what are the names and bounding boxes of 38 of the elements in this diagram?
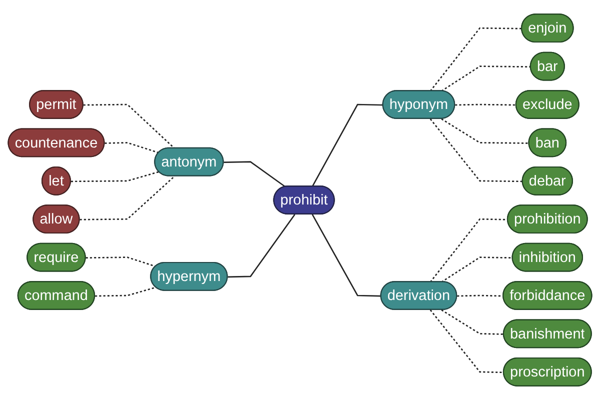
connector-line xyxy=(70,171,160,182)
word-node: proscription xyxy=(502,357,592,386)
connector-line xyxy=(312,214,382,297)
word-node: require xyxy=(26,242,86,272)
word-node: countenance xyxy=(8,128,105,158)
connector-line xyxy=(430,27,522,92)
word-node: hypernym xyxy=(150,262,228,291)
connector-line xyxy=(83,104,175,149)
connector-line xyxy=(455,104,516,106)
word-node: bar xyxy=(530,52,565,81)
word-node: prohibit xyxy=(273,186,335,214)
word-node: derivation xyxy=(380,281,458,310)
word-node: let xyxy=(42,166,71,196)
word-node: forbiddance xyxy=(502,281,592,310)
word-node: antonym xyxy=(154,147,224,176)
connector-line xyxy=(80,176,175,220)
word-node: ban xyxy=(528,128,567,158)
word-node: enjoin xyxy=(521,14,574,43)
word-node: inhibition xyxy=(512,242,583,272)
connector-line xyxy=(430,218,508,282)
word-node: permit xyxy=(29,90,84,119)
word-node: hyponym xyxy=(382,90,456,119)
connector-line xyxy=(228,214,296,278)
word-node: allow xyxy=(32,204,80,234)
word-node: exclude xyxy=(515,90,580,119)
word-node: prohibition xyxy=(506,204,588,234)
connector-line xyxy=(430,310,504,374)
connector-line xyxy=(95,286,156,297)
word-node: command xyxy=(17,281,96,310)
connector-line xyxy=(312,104,384,187)
connector-line xyxy=(430,118,523,182)
connector-line xyxy=(104,142,160,154)
connector-line xyxy=(441,256,513,283)
connector-line xyxy=(441,309,504,335)
word-node: debar xyxy=(522,166,573,196)
connector-line xyxy=(224,161,286,188)
connector-line xyxy=(441,118,530,144)
word-node: banishment xyxy=(502,319,592,348)
